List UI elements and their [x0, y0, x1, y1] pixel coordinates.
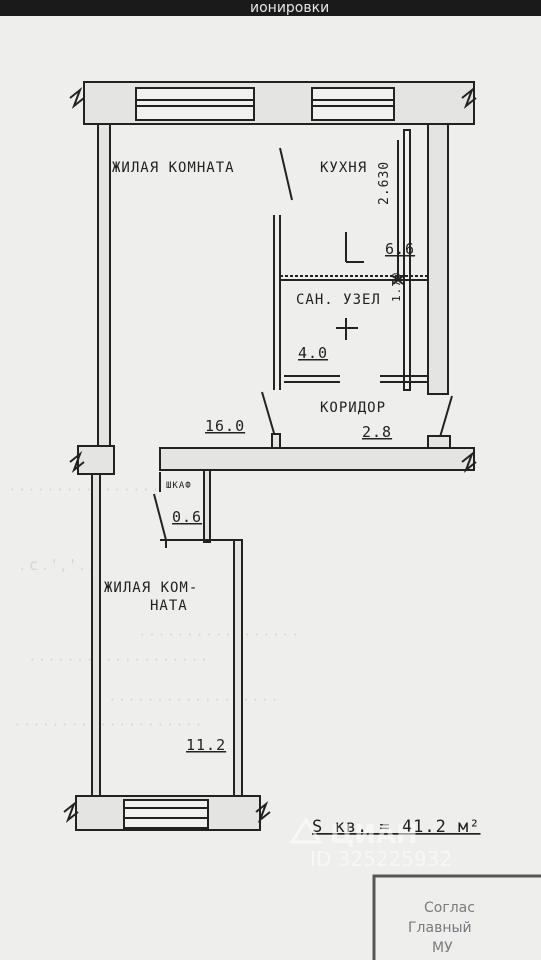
svg-text:· · · · · · · · · · · · · · ·: · · · · · · · · · · · · · · · · · [140, 626, 297, 644]
middle-wall [159, 447, 475, 471]
approval-stamp: Соглас Главный МУ [372, 874, 541, 960]
watermark-logo-icon [289, 817, 323, 844]
svg-text:· · · · · · · · · · · · · · ·: · · · · · · · · · · · · · · · · · · · · [15, 716, 201, 734]
top-window-2 [311, 87, 395, 121]
living-room-2-area: 11.2 [186, 736, 226, 754]
svg-text:· · · · · · · · · · · · · · ·: · · · · · · · · · · · · · · · · · · [110, 691, 277, 709]
closet-label: ШКАФ [166, 481, 192, 491]
corridor-area: 2.8 [362, 423, 392, 441]
header-fragment: ионировки [250, 0, 329, 16]
left-wall-lower [91, 473, 101, 797]
watermark-id: ID 325225932 [310, 847, 452, 871]
stamp-line-2: Главный [408, 920, 472, 936]
svg-text:· · · · · · · · · · · ·: · · · · · · · · · · · · · · · · [10, 481, 158, 499]
total-area-label: S кв. = 41.2 м² [312, 817, 481, 837]
kitchen-dimension: 2.630 [377, 161, 392, 205]
stamp-line-1: Соглас [424, 900, 475, 916]
living-room-2-label-1: ЖИЛАЯ КОМ- [104, 580, 198, 596]
closet-right-wall [203, 469, 211, 543]
svg-text:. с . ' , ' . .: . с . ' , ' . . [20, 556, 94, 574]
bathroom-label: САН. УЗЕЛ [296, 292, 381, 308]
right-wall-lower [233, 539, 243, 799]
header-bar [0, 0, 541, 16]
living-room-2-label-2: НАТА [150, 598, 188, 614]
kitchen-area: 6.6 [385, 240, 415, 258]
left-pillar [77, 445, 115, 475]
walls [75, 81, 475, 831]
top-window-1 [135, 87, 255, 121]
corridor-label: КОРИДОР [320, 400, 386, 416]
ghost-text: . с . ' , ' . . · · · · · · · · · · · · … [10, 481, 297, 734]
living-room-1-area: 16.0 [205, 417, 245, 435]
closet-area: 0.6 [172, 508, 202, 526]
watermark-brand: ЦИАН [330, 820, 418, 850]
partitions [63, 86, 477, 824]
svg-text:· · · · · · · · · · · · · · ·: · · · · · · · · · · · · · · · · · · · [30, 651, 206, 669]
living-room-1-label: ЖИЛАЯ КОМНАТА [112, 160, 235, 176]
left-wall-upper [97, 123, 111, 450]
stamp-line-3: МУ [432, 940, 453, 956]
right-wall-upper [427, 123, 449, 395]
kitchen-label: КУХНЯ [320, 160, 367, 176]
bathroom-area: 4.0 [298, 344, 328, 362]
bottom-window [123, 799, 209, 829]
bathroom-dimension: 1.70 [390, 272, 403, 303]
watermark: ЦИАН ID 325225932 [289, 817, 452, 871]
kitchen-inner-line [403, 129, 411, 391]
